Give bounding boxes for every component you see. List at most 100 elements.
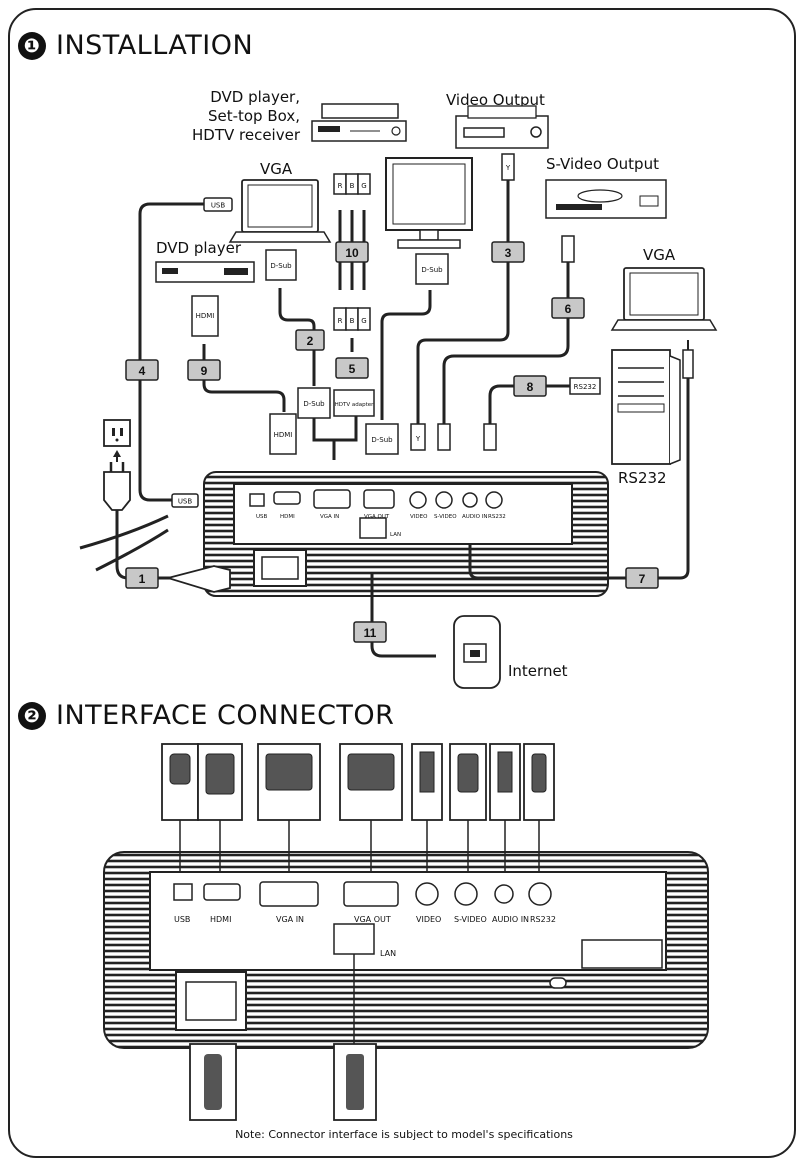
svg-text:HDMI: HDMI — [196, 312, 215, 320]
svg-text:S-VIDEO: S-VIDEO — [434, 514, 457, 520]
svg-text:VIDEO: VIDEO — [416, 915, 441, 924]
dsub-plug-laptop: D-Sub — [265, 249, 297, 281]
audio-jack-plug — [682, 340, 694, 379]
svg-text:6: 6 — [565, 302, 572, 316]
svg-text:8: 8 — [527, 380, 534, 394]
svg-text:VGA IN: VGA IN — [320, 514, 339, 520]
cable-badges: 1 2 3 4 5 6 7 8 9 10 11 — [125, 241, 659, 643]
svg-text:1: 1 — [139, 572, 146, 586]
label-vga-right: VGA — [643, 246, 676, 264]
svg-text:VIDEO: VIDEO — [410, 514, 428, 520]
svg-text:HDMI: HDMI — [274, 431, 293, 439]
section-number-2: ❷ — [18, 701, 46, 730]
label-internet: Internet — [508, 662, 568, 680]
connector-images — [161, 743, 555, 884]
projector-bottom: USB HDMI VGA IN VGA OUT VIDEO S-VIDEO AU… — [103, 851, 709, 1049]
svg-text:RS232: RS232 — [488, 514, 506, 520]
rca-video-plug: Y — [410, 423, 426, 451]
svg-text:R: R — [338, 317, 343, 325]
svg-text:S-VIDEO: S-VIDEO — [454, 915, 487, 924]
svg-text:AUDIO IN: AUDIO IN — [492, 915, 529, 924]
laptop-top-icon — [228, 179, 332, 243]
power-plug-icon — [103, 462, 131, 511]
dsub-plug-monitor: D-Sub — [415, 253, 449, 285]
svg-text:B: B — [350, 317, 355, 325]
svg-text:AUDIO IN: AUDIO IN — [462, 514, 487, 520]
svg-text:4: 4 — [139, 364, 146, 378]
svg-text:USB: USB — [211, 202, 226, 210]
pc-tower-icon — [611, 349, 681, 465]
section-title-text: INSTALLATION — [56, 30, 254, 61]
svg-text:11: 11 — [364, 626, 377, 640]
dsub-plug-vgaout: D-Sub — [365, 423, 399, 455]
svg-text:RS232: RS232 — [530, 915, 556, 924]
rs232-plug: RS232 — [569, 377, 601, 395]
internet-wall-icon — [453, 615, 501, 689]
label-dvd-player: DVD player — [156, 239, 242, 257]
svg-text:Y: Y — [505, 164, 511, 172]
svg-text:USB: USB — [174, 915, 190, 924]
laptop-right-icon — [610, 267, 718, 331]
footnote: Note: Connector interface is subject to … — [235, 1128, 573, 1141]
svg-text:LAN: LAN — [390, 532, 401, 538]
label-vga-top: VGA — [260, 160, 293, 178]
serial-plug-bottom — [483, 423, 497, 451]
svg-text:VGA OUT: VGA OUT — [354, 915, 391, 924]
svg-text:G: G — [361, 182, 366, 190]
svg-text:D-Sub: D-Sub — [421, 266, 443, 274]
svg-text:7: 7 — [639, 572, 646, 586]
settop-box-icon — [311, 103, 407, 142]
hdtv-adapter: HDTV adapter — [333, 389, 375, 417]
hdmi-plug-bottom: HDMI — [269, 413, 297, 455]
bottom-cables — [189, 954, 377, 1121]
svg-text:HDTV adapter: HDTV adapter — [335, 402, 375, 408]
svg-text:10: 10 — [345, 246, 359, 260]
svg-text:LAN: LAN — [380, 949, 396, 958]
label-dvd-settop-2: Set-top Box, — [207, 107, 300, 125]
rca-rgb-bottom: R B G — [333, 307, 371, 331]
section-title-text-2: INTERFACE CONNECTOR — [56, 700, 395, 731]
label-dvd-settop-3: HDTV receiver — [191, 126, 300, 144]
svg-text:RS232: RS232 — [574, 383, 597, 391]
svideo-plug-bottom — [437, 423, 451, 451]
svg-text:R: R — [338, 182, 343, 190]
svg-text:2: 2 — [307, 334, 314, 348]
label-rs232-computer: RS232 — [618, 469, 667, 487]
label-svideo-output: S-Video Output — [546, 155, 659, 173]
svg-text:VGA IN: VGA IN — [276, 915, 304, 924]
svg-text:3: 3 — [505, 246, 512, 260]
label-video-output: Video Output — [446, 91, 545, 109]
svg-text:5: 5 — [349, 362, 356, 376]
monitor-icon — [385, 157, 473, 249]
svg-text:B: B — [350, 182, 355, 190]
svg-text:HDMI: HDMI — [210, 915, 231, 924]
power-outlet-icon — [103, 419, 131, 462]
svideo-dvd-icon — [545, 179, 667, 219]
svg-text:D-Sub: D-Sub — [303, 400, 325, 408]
svg-text:D-Sub: D-Sub — [270, 262, 292, 270]
svg-text:HDMI: HDMI — [280, 514, 295, 520]
vcr-icon — [455, 105, 549, 149]
page-frame — [8, 8, 796, 1158]
svg-text:VGA OUT: VGA OUT — [364, 514, 390, 520]
usb-plug-top: USB — [203, 197, 233, 212]
hdmi-plug-top: HDMI — [191, 295, 219, 337]
svg-text:D-Sub: D-Sub — [371, 436, 393, 444]
section-number-1: ❶ — [18, 31, 46, 60]
projector-top: USB HDMI VGA IN VGA OUT VIDEO S-VIDEO AU… — [164, 471, 609, 597]
svg-text:USB: USB — [256, 514, 268, 520]
svideo-plug-top — [561, 235, 575, 263]
rca-rgb-top: R B G — [333, 173, 371, 195]
dvd-player-icon — [155, 261, 255, 283]
dsub-plug-vgain: D-Sub — [297, 387, 331, 419]
section-interface-title: ❷ INTERFACE CONNECTOR — [18, 700, 394, 731]
usb-plug-bottom: USB — [171, 493, 199, 508]
rca-video-plug-top: Y — [501, 153, 515, 181]
svg-text:USB: USB — [178, 498, 193, 506]
label-dvd-settop-1: DVD player, — [210, 88, 300, 106]
svg-text:9: 9 — [201, 364, 208, 378]
svg-text:G: G — [361, 317, 366, 325]
svg-text:Y: Y — [415, 435, 421, 443]
section-installation-title: ❶ INSTALLATION — [18, 30, 253, 61]
